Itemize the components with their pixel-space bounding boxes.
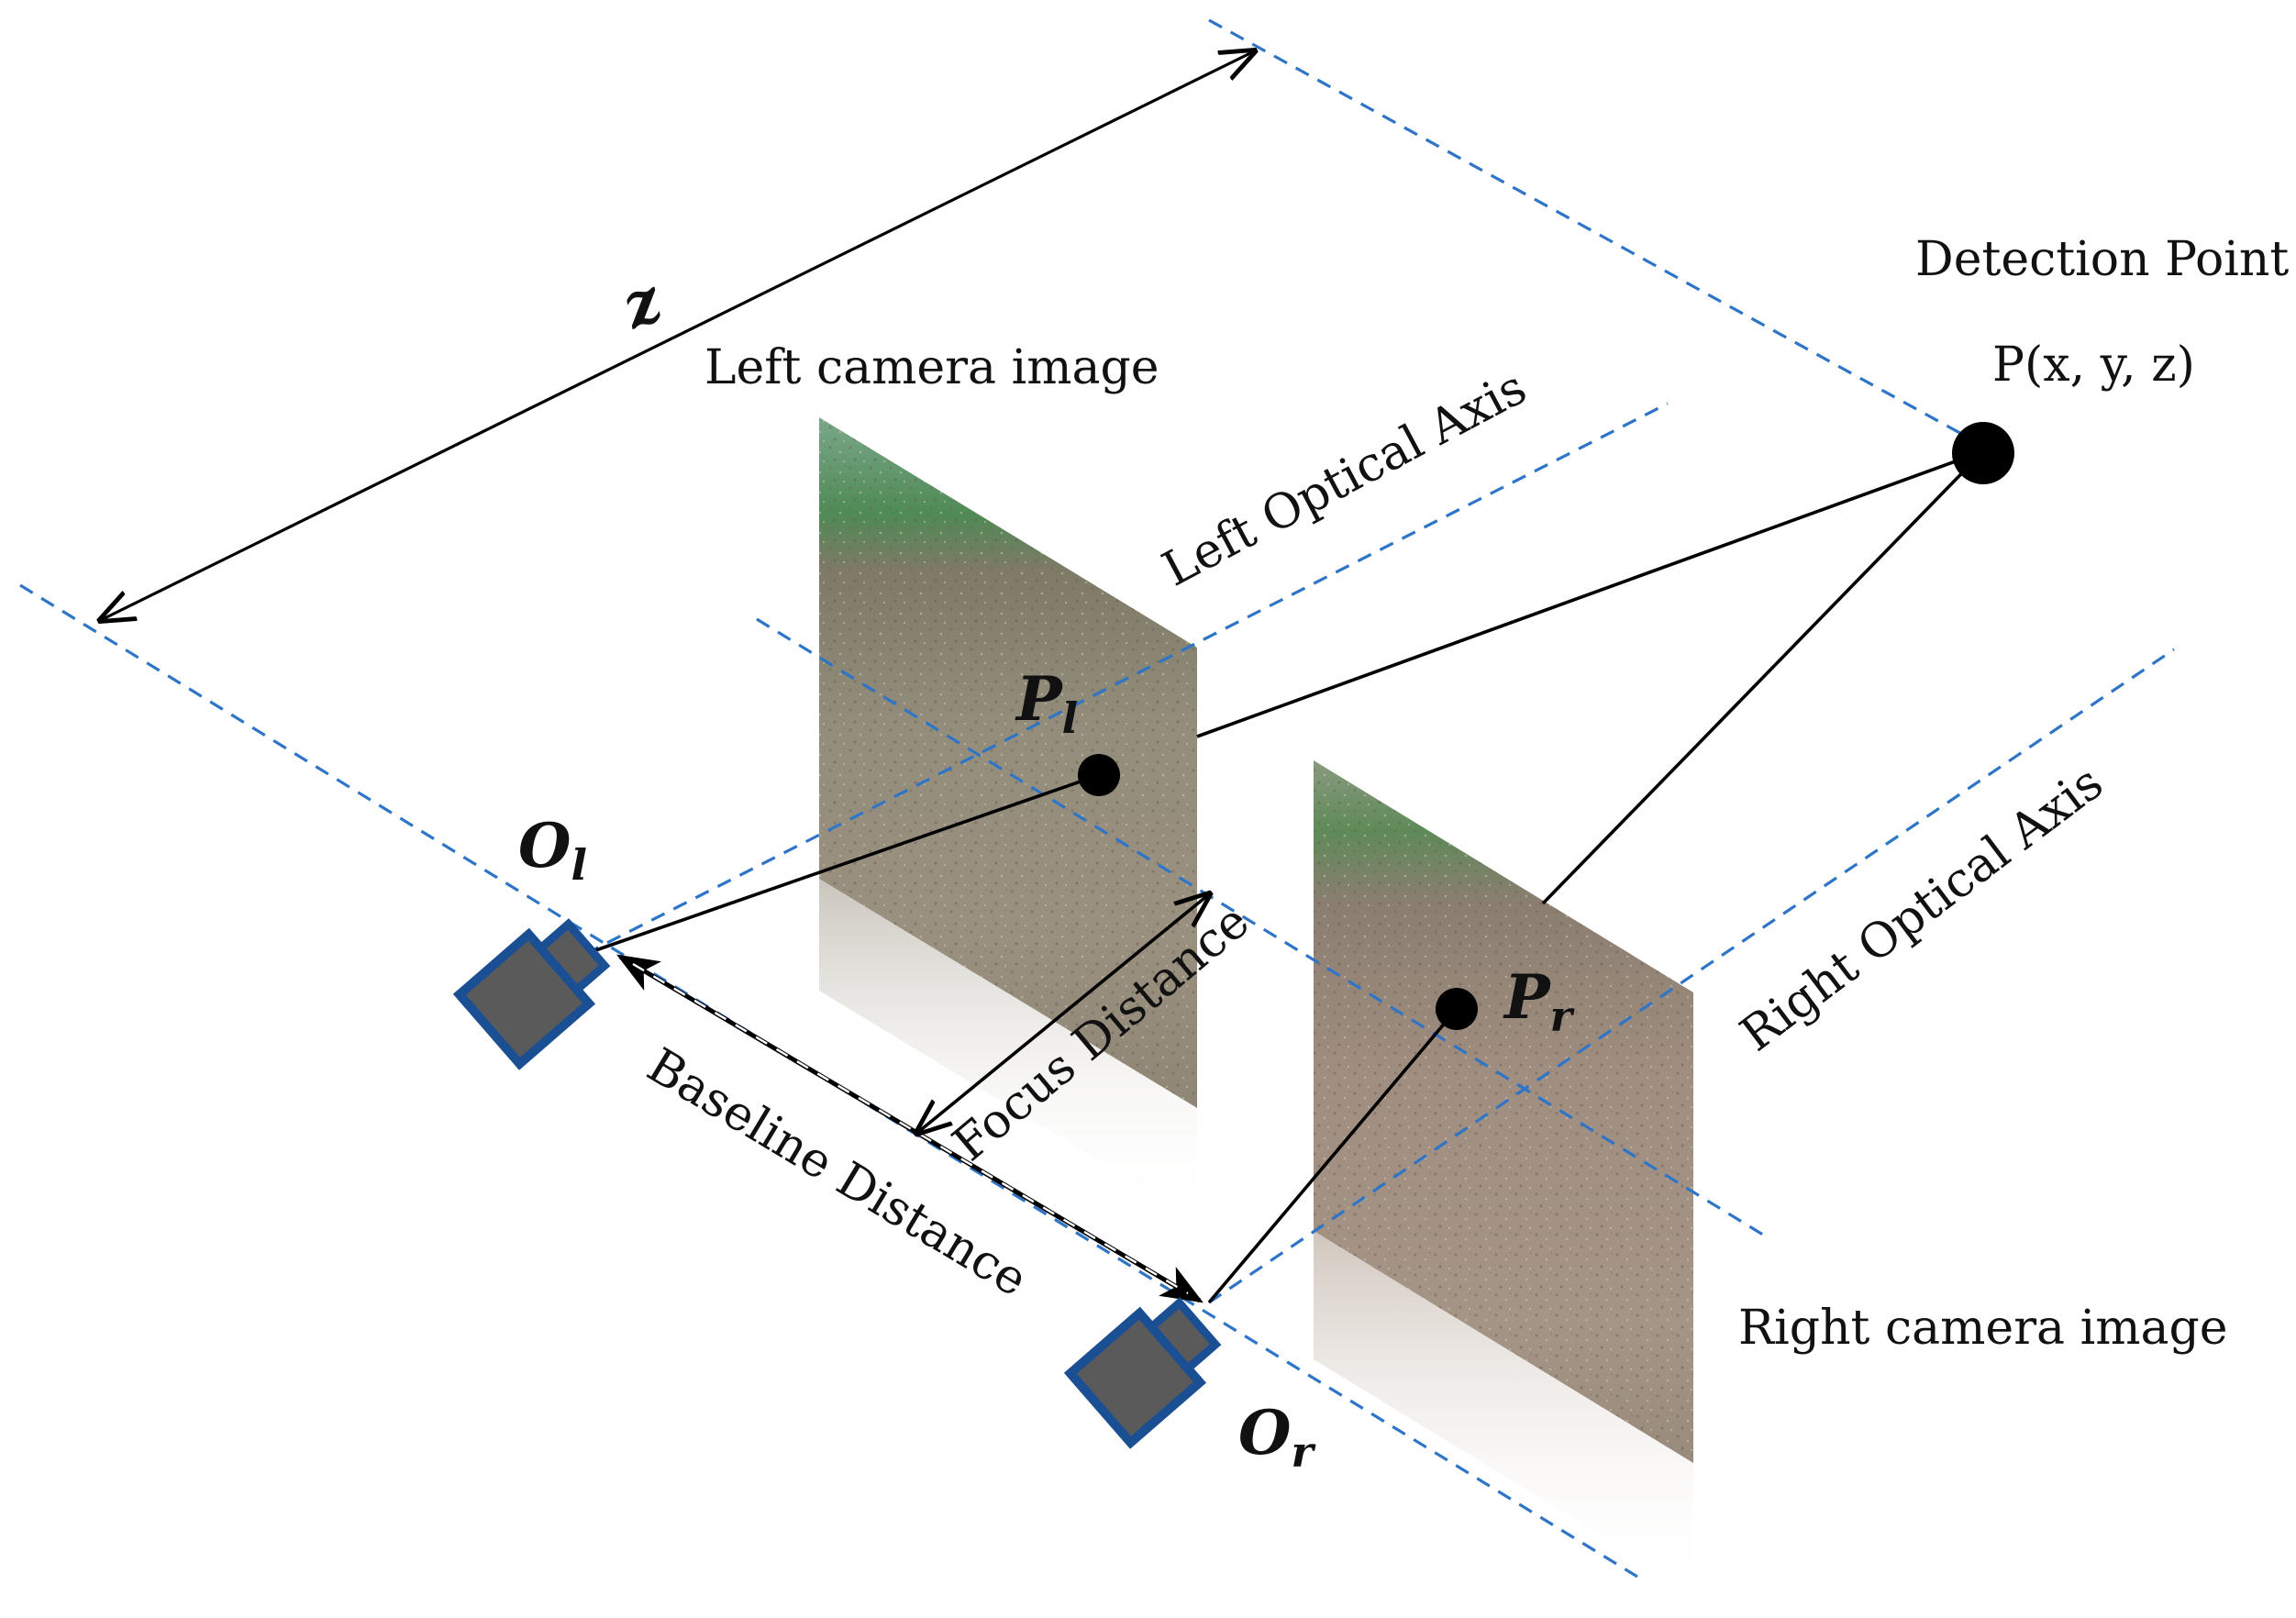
projection-rays	[584, 449, 1985, 1304]
left-image-point-symbol: Pl	[1015, 663, 1078, 743]
point-coordinates-label: P(x, y, z)	[1992, 338, 2195, 393]
z-depth-arrow	[101, 51, 1254, 620]
focus-distance-arrow	[917, 894, 1209, 1133]
left-image-point-base: P	[1015, 663, 1064, 735]
right-image-point-sub: r	[1550, 992, 1576, 1041]
left-image-point-sub: l	[1062, 693, 1078, 743]
right-camera-image-plane	[1314, 760, 1693, 1591]
left-origin-symbol: Ol	[518, 810, 587, 890]
left-optical-axis-label: Left Optical Axis	[1154, 360, 1536, 597]
left-camera-image-label: Left camera image	[704, 340, 1159, 395]
right-image-point-symbol: Pr	[1503, 961, 1576, 1041]
right-camera-image-label: Right camera image	[1738, 1301, 2228, 1356]
camera-icon	[1063, 1297, 1222, 1449]
detection-point-marker	[1952, 422, 2014, 484]
depth-plane-axis	[1208, 18, 1984, 448]
left-image-point-marker	[1078, 754, 1120, 796]
right-image-reflection	[1314, 1231, 1693, 1591]
right-image-point-marker	[1436, 988, 1478, 1030]
ray-left-to-target	[1196, 449, 1984, 738]
z-label: z	[611, 263, 671, 343]
detection-point-label: Detection Point	[1915, 232, 2289, 287]
ray-left-origin-to-pl	[584, 773, 1100, 956]
right-origin-sub: r	[1292, 1427, 1317, 1477]
right-origin-base: O	[1238, 1397, 1292, 1468]
right-optical-axis	[1208, 648, 2175, 1304]
left-origin-sub: l	[571, 840, 587, 890]
right-origin-symbol: Or	[1238, 1397, 1317, 1477]
left-optical-axis	[584, 402, 1669, 956]
right-image-point-base: P	[1503, 961, 1552, 1033]
left-origin-base: O	[518, 810, 571, 881]
camera-icon	[452, 918, 611, 1070]
ray-right-to-target	[1541, 449, 1985, 905]
ray-right-origin-to-pr	[1207, 1007, 1459, 1304]
